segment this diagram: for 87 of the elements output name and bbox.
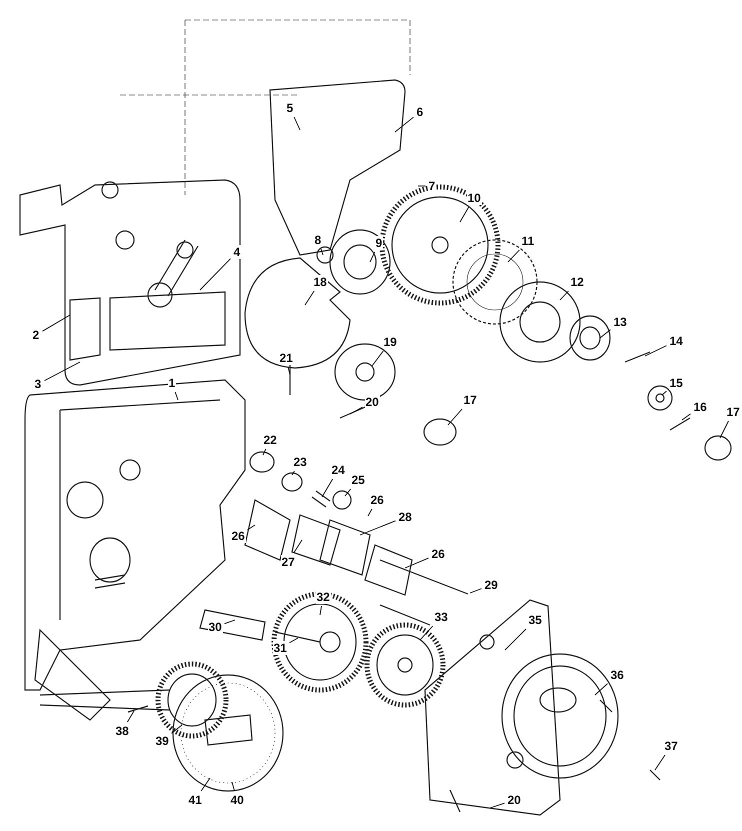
callout-number: 41 xyxy=(188,793,203,807)
leader-line xyxy=(320,248,324,256)
leader-line xyxy=(293,540,302,554)
callout-number: 21 xyxy=(278,351,294,365)
callout-number: 7 xyxy=(428,179,436,193)
callout-number: 3 xyxy=(34,377,42,391)
leader-line xyxy=(448,408,463,426)
callout-number: 4 xyxy=(232,245,242,259)
callout-number: 26 xyxy=(230,529,246,543)
leader-line xyxy=(394,116,414,132)
callout-number: 17 xyxy=(726,405,741,419)
callout-number: 30 xyxy=(208,620,223,634)
callout-number: 22 xyxy=(262,433,278,447)
leader-line xyxy=(404,558,429,568)
leader-line xyxy=(200,778,210,792)
leader-line xyxy=(350,406,363,414)
callout-number: 19 xyxy=(382,335,398,349)
leader-line xyxy=(470,588,482,594)
leader-line xyxy=(720,420,729,438)
leader-line xyxy=(44,362,80,382)
callout-number: 20 xyxy=(506,793,522,807)
leader-line xyxy=(262,448,266,456)
leader-line xyxy=(174,392,178,400)
callout-number: 18 xyxy=(312,275,328,289)
leader-line xyxy=(682,413,691,420)
callout-number: 24 xyxy=(330,463,346,477)
callout-number: 32 xyxy=(316,590,331,604)
leader-line xyxy=(594,683,608,696)
callout-number: 27 xyxy=(280,555,296,569)
callout-number: 16 xyxy=(692,400,708,414)
leader-line xyxy=(508,250,520,262)
leader-line xyxy=(360,520,396,536)
callout-number: 8 xyxy=(314,233,322,247)
leader-line xyxy=(289,638,298,644)
leader-line xyxy=(372,350,384,366)
callout-number: 11 xyxy=(520,234,536,248)
leader-line xyxy=(654,754,666,770)
callout-number: 36 xyxy=(610,668,625,682)
callout-number: 13 xyxy=(612,315,628,329)
leader-line xyxy=(42,314,70,332)
leader-line xyxy=(224,620,236,624)
leader-line xyxy=(490,802,505,808)
leader-line xyxy=(292,470,295,476)
callout-number: 28 xyxy=(398,510,413,524)
callout-number: 29 xyxy=(484,578,499,592)
leader-line xyxy=(322,478,334,498)
callout-number: 17 xyxy=(462,393,478,407)
leader-line xyxy=(294,116,300,130)
leader-line xyxy=(320,606,322,616)
callout-number: 6 xyxy=(416,105,424,119)
callout-number: 25 xyxy=(350,473,366,487)
leader-line xyxy=(460,206,470,222)
leader-line xyxy=(304,290,315,306)
leader-line xyxy=(247,524,256,530)
callout-number: 39 xyxy=(154,734,170,748)
callout-number: 20 xyxy=(364,395,380,409)
leader-line xyxy=(420,626,434,640)
leader-line xyxy=(662,390,667,396)
leader-line xyxy=(368,508,372,516)
callout-number: 12 xyxy=(570,275,585,289)
callout-number: 10 xyxy=(466,191,482,205)
callout-number: 38 xyxy=(114,724,130,738)
callout-number: 15 xyxy=(668,376,684,390)
callout-number: 31 xyxy=(272,641,288,655)
leader-line xyxy=(644,345,667,356)
callout-number: 26 xyxy=(370,493,385,507)
leader-line xyxy=(600,329,611,338)
leader-line xyxy=(126,710,134,722)
leader-line xyxy=(288,366,290,376)
callout-number: 40 xyxy=(230,793,245,807)
callout-number: 1 xyxy=(168,376,176,390)
leader-line xyxy=(370,252,376,262)
callout-number: 14 xyxy=(668,334,684,348)
callout-number: 9 xyxy=(374,236,384,250)
leader-line xyxy=(344,488,352,496)
callout-number: 33 xyxy=(434,610,449,624)
callout-number: 37 xyxy=(664,739,679,753)
leader-line xyxy=(232,782,235,792)
leader-line xyxy=(200,258,231,290)
callout-number: 35 xyxy=(528,613,543,627)
callout-number: 26 xyxy=(430,547,446,561)
leader-line xyxy=(504,628,526,650)
leader-line xyxy=(560,290,569,300)
leader-line xyxy=(171,724,182,734)
callout-number: 23 xyxy=(292,455,308,469)
callout-number: 5 xyxy=(286,101,294,115)
callout-number: 2 xyxy=(32,328,40,342)
